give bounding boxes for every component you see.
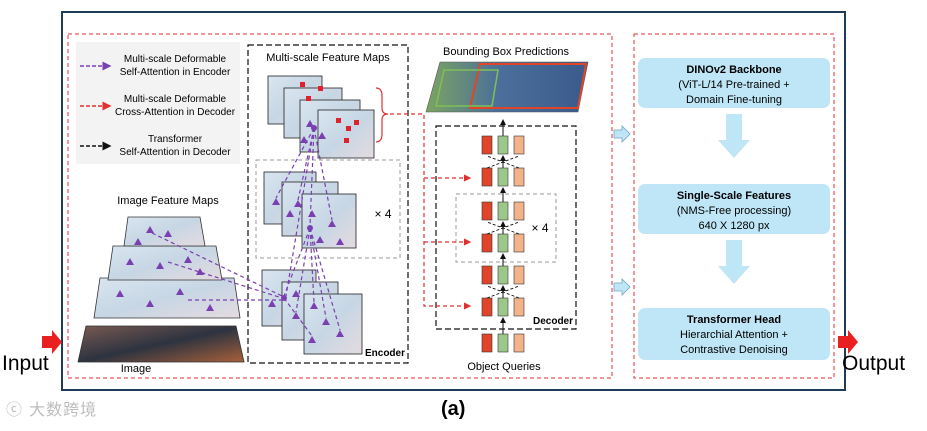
watermark: ⓒ 大数跨境 <box>6 396 97 420</box>
image-feature-maps-label: Image Feature Maps <box>117 195 219 207</box>
features-title: Single-Scale Features <box>677 190 791 202</box>
head-line1: Hierarchial Attention + <box>680 329 788 341</box>
encoder-repeat-box <box>255 159 401 259</box>
head-title: Transformer Head <box>687 314 781 326</box>
output-arrow-icon <box>838 330 858 354</box>
figure-label: (a) <box>441 398 466 420</box>
pipeline-box-backbone <box>638 58 830 108</box>
backbone-line2: Domain Fine-tuning <box>686 94 782 106</box>
outer-frame <box>61 11 846 391</box>
encoder-repeat-label: × 4 <box>374 207 391 221</box>
legend-1-line2: Self-Attention in Encoder <box>120 67 231 78</box>
head-line2: Contrastive Denoising <box>680 344 788 356</box>
connector-arrows <box>613 125 631 296</box>
query-row-5 <box>481 167 525 187</box>
multiscale-feature-maps-label: Multi-scale Feature Maps <box>266 52 390 64</box>
encoder-block <box>247 44 409 364</box>
pipeline-arrow-2 <box>718 240 750 284</box>
legend-3-line2: Self-Attention in Decoder <box>119 147 231 158</box>
pipeline-group <box>633 33 835 379</box>
query-row-4 <box>481 201 525 221</box>
architecture-group <box>67 33 613 379</box>
feature-brace <box>375 87 389 143</box>
features-line2: 640 X 1280 px <box>699 220 770 232</box>
encoder-label: Encoder <box>365 348 405 359</box>
legend-2-line2: Cross-Attention in Decoder <box>115 107 236 118</box>
decoder-self-attention-lines <box>486 155 520 299</box>
backbone-title: DINOv2 Backbone <box>686 64 781 76</box>
encoder-middle-stack <box>263 171 357 249</box>
query-row-3 <box>481 233 525 253</box>
decoder-label: Decoder <box>533 316 573 327</box>
input-label: Input <box>2 352 49 375</box>
legend-1-line1: Multi-scale Deformable <box>124 54 227 65</box>
watermark-text: 大数跨境 <box>29 400 98 419</box>
encoder-top-stack <box>267 75 375 159</box>
query-row-input <box>481 333 525 353</box>
watermark-icon: ⓒ <box>6 400 24 419</box>
image-caption: Image <box>121 363 152 375</box>
decoder-repeat-label: × 4 <box>531 221 548 235</box>
encoder-bottom-stack <box>261 269 363 355</box>
input-arrow-icon <box>42 330 62 354</box>
legend-3-line1: Transformer <box>148 134 203 145</box>
bbox-prediction-image <box>425 61 589 113</box>
bbox-predictions-label: Bounding Box Predictions <box>443 46 569 58</box>
query-row-2 <box>481 265 525 285</box>
pipeline-box-features <box>638 184 830 234</box>
query-row-1 <box>481 297 525 317</box>
backbone-line1: (ViT-L/14 Pre-trained + <box>678 79 789 91</box>
decoder-query-columns <box>481 119 525 353</box>
encoder-attention-paths <box>151 127 341 337</box>
image-feature-map-stack <box>77 216 245 363</box>
pipeline-box-head <box>638 308 830 360</box>
features-line1: (NMS-Free processing) <box>677 205 791 217</box>
output-label: Output <box>842 352 906 375</box>
pipeline-arrow-1 <box>718 114 750 158</box>
legend-2-line1: Multi-scale Deformable <box>124 94 227 105</box>
query-row-output <box>481 135 525 155</box>
cross-attention-paths <box>390 113 472 310</box>
object-queries-label: Object Queries <box>467 361 541 373</box>
decoder-repeat-box <box>455 193 557 263</box>
